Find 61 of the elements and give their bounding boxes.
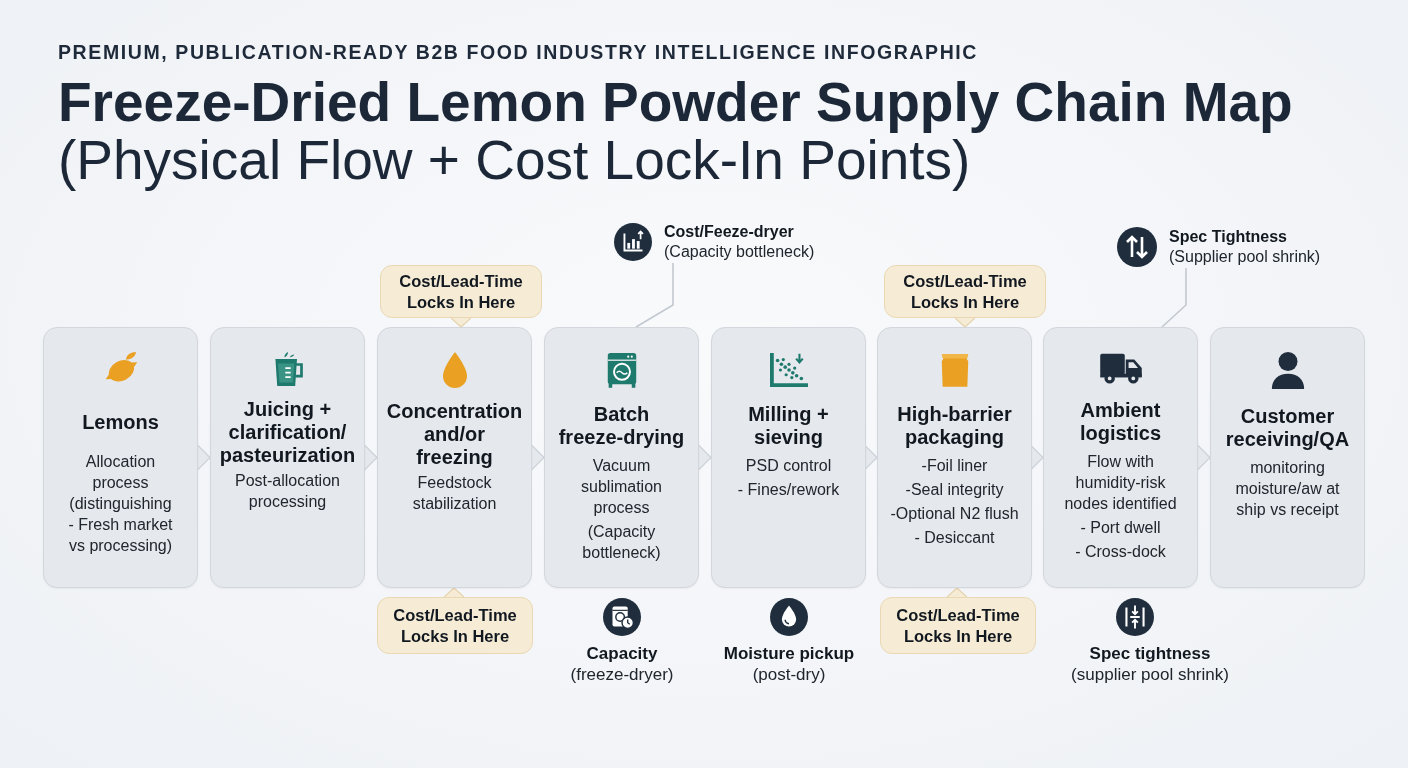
- risk-note: (freeze-dryer): [570, 664, 674, 685]
- callout-text: Cost/Lead-Time Locks In Here: [398, 270, 524, 313]
- step-description: Post-allocation processing: [234, 471, 341, 512]
- flow-arrow: [530, 443, 545, 472]
- flow-arrow: [1196, 443, 1211, 472]
- process-box: [210, 327, 365, 588]
- step-title: High-barrier packaging: [896, 403, 1013, 449]
- callout-pointer: [450, 317, 472, 328]
- callout-text: Cost/Lead-Time Locks In Here: [902, 270, 1028, 313]
- process-box: [877, 327, 1032, 588]
- process-box: [711, 327, 866, 588]
- step-title: Customer receiving/QA: [1224, 405, 1351, 451]
- leader-line: [635, 262, 674, 328]
- step-title: Ambient logistics: [1078, 399, 1163, 445]
- step-description: monitoring moisture/aw at ship vs receipt: [1234, 458, 1341, 520]
- callout-heading: Cost/Feeze-dryer: [664, 222, 795, 242]
- step-description: - Desiccant: [913, 528, 996, 548]
- risk-note: (post-dry): [752, 664, 826, 685]
- callout-text: Cost/Lead-Time Locks In Here: [392, 604, 518, 647]
- callout-note: (Supplier pool shrink): [1169, 247, 1321, 267]
- leader-line: [1161, 267, 1187, 328]
- step-title: Batch freeze-drying: [557, 403, 686, 449]
- callout-bubble: [377, 597, 533, 654]
- step-description: - Cross-dock: [1074, 542, 1167, 562]
- step-title: Milling + sieving: [747, 403, 830, 449]
- callout-bubble: [880, 597, 1036, 654]
- process-box: [1210, 327, 1365, 588]
- step-title: Lemons: [81, 410, 160, 434]
- callout-text: Cost/Lead-Time Locks In Here: [895, 604, 1021, 647]
- flow-arrow: [363, 443, 378, 472]
- step-title: Concentration and/or freezing: [385, 400, 524, 469]
- title: Freeze-Dried Lemon Powder Supply Chain Map (Physical Flow + Cost Lock-In Points): [58, 73, 1293, 189]
- callout-pointer: [443, 587, 465, 598]
- callout-note: (Capacity bottleneck): [664, 242, 815, 262]
- step-description: -Foil liner: [920, 456, 989, 476]
- callout-bubble: [884, 265, 1046, 318]
- risk-label: Capacity: [586, 643, 658, 664]
- flow-arrow: [196, 443, 211, 472]
- process-box: [377, 327, 532, 588]
- step-description: Allocation process (distinguishing - Fresh market vs processing): [67, 452, 174, 556]
- step-description: -Seal integrity: [904, 480, 1005, 500]
- risk-label: Moisture pickup: [723, 643, 855, 664]
- step-description: PSD control: [744, 456, 833, 476]
- risk-note: (supplier pool shrink): [1071, 664, 1229, 685]
- step-description: (Capacity bottleneck): [581, 522, 662, 563]
- kicker-text: PREMIUM, PUBLICATION-READY B2B FOOD INDUSTRY INTELLIGENCE INFOGRAPHIC: [58, 41, 979, 64]
- process-box: [544, 327, 699, 588]
- step-description: - Port dwell: [1079, 518, 1162, 538]
- flow-arrow: [697, 443, 712, 472]
- process-box: [43, 327, 198, 588]
- callout-heading: Spec Tightness: [1169, 227, 1288, 247]
- callout-bubble: [380, 265, 542, 318]
- step-description: - Fines/rework: [736, 480, 841, 500]
- step-description: Feedstock stabilization: [411, 473, 498, 514]
- process-box: [1043, 327, 1198, 588]
- step-description: -Optional N2 flush: [889, 504, 1020, 524]
- step-title: Juicing + clarification/ pasteurization: [218, 398, 357, 467]
- callout-pointer: [954, 317, 976, 328]
- callout-pointer: [946, 587, 968, 598]
- risk-label: Spec tightness: [1089, 643, 1211, 664]
- step-description: Vacuum sublimation process: [580, 456, 663, 518]
